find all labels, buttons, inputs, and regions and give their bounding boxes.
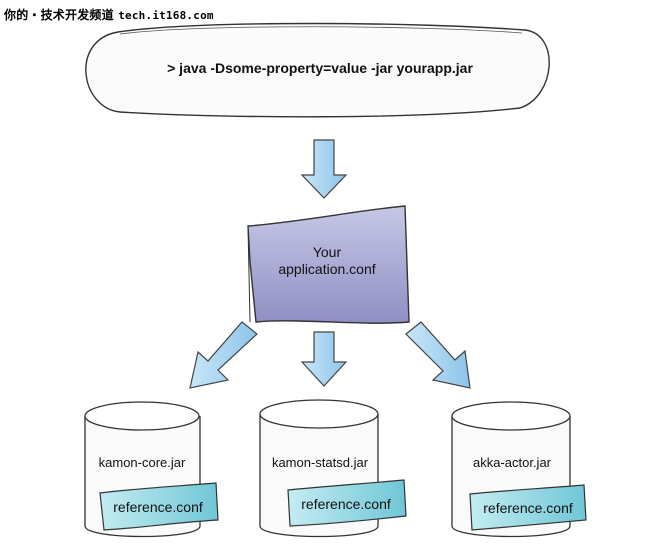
jar-name-kamon-statsd: kamon-statsd.jar: [271, 455, 369, 470]
reference-tag-1: [99, 482, 219, 531]
application-label-line1: Your: [312, 244, 342, 260]
watermark: 你的・技术开发频道 tech.it168.com: [4, 6, 214, 23]
watermark-domain: tech.it168.com: [118, 9, 214, 22]
reference-tag-2: [287, 479, 407, 527]
watermark-site-name: 你的・技术开发频道: [4, 8, 114, 22]
application-conf-label: Your application.conf: [252, 244, 402, 278]
reference-label-1: reference.conf: [113, 499, 203, 515]
jar-name-akka-actor: akka-actor.jar: [472, 455, 552, 470]
application-label-line2: application.conf: [278, 261, 376, 277]
jar-name-kamon-core: kamon-core.jar: [98, 455, 186, 470]
arrow-app-to-kamon-core: [189, 321, 258, 389]
arrow-command-to-app: [300, 139, 348, 199]
arrow-app-to-akka-actor: [405, 321, 471, 389]
command-bubble: [85, 22, 550, 118]
arrow-app-to-kamon-statsd: [300, 331, 348, 387]
reference-label-2: reference.conf: [301, 496, 391, 512]
reference-tag-3: [469, 484, 587, 531]
application-conf-box: [247, 205, 410, 324]
command-text: > java -Dsome-property=value -jar yourap…: [167, 60, 473, 76]
reference-label-3: reference.conf: [483, 500, 573, 516]
